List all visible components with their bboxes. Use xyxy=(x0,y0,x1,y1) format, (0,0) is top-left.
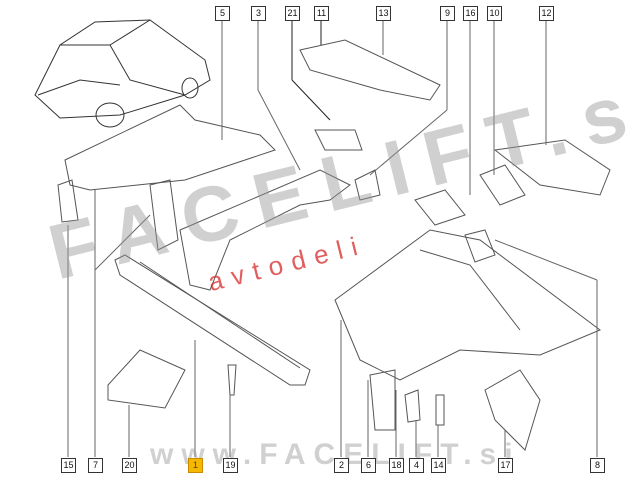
part-side-structure xyxy=(334,229,601,381)
callout-8[interactable]: 8 xyxy=(590,458,605,473)
callout-11[interactable]: 11 xyxy=(314,6,329,21)
callout-17[interactable]: 17 xyxy=(498,458,513,473)
car-thumbnail xyxy=(34,19,211,128)
callout-7[interactable]: 7 xyxy=(88,458,103,473)
callout-14[interactable]: 14 xyxy=(431,458,446,473)
callout-21[interactable]: 21 xyxy=(285,6,300,21)
callout-4[interactable]: 4 xyxy=(409,458,424,473)
callout-13[interactable]: 13 xyxy=(376,6,391,21)
part-box xyxy=(107,349,186,409)
part-front-rail xyxy=(179,169,351,291)
callout-20[interactable]: 20 xyxy=(122,458,137,473)
callout-18[interactable]: 18 xyxy=(389,458,404,473)
callout-12[interactable]: 12 xyxy=(539,6,554,21)
watermark-url: www.FACELIFT.si xyxy=(150,438,521,471)
part-upper-rail xyxy=(64,104,276,191)
callout-5[interactable]: 5 xyxy=(215,6,230,21)
callout-1-highlighted[interactable]: 1 xyxy=(188,458,203,473)
callout-16[interactable]: 16 xyxy=(463,6,478,21)
callout-3[interactable]: 3 xyxy=(251,6,266,21)
callout-10[interactable]: 10 xyxy=(487,6,502,21)
callout-6[interactable]: 6 xyxy=(361,458,376,473)
part-bumper-beam xyxy=(114,254,311,386)
callout-19[interactable]: 19 xyxy=(223,458,238,473)
callout-9[interactable]: 9 xyxy=(440,6,455,21)
callout-2[interactable]: 2 xyxy=(334,458,349,473)
callout-15[interactable]: 15 xyxy=(61,458,76,473)
